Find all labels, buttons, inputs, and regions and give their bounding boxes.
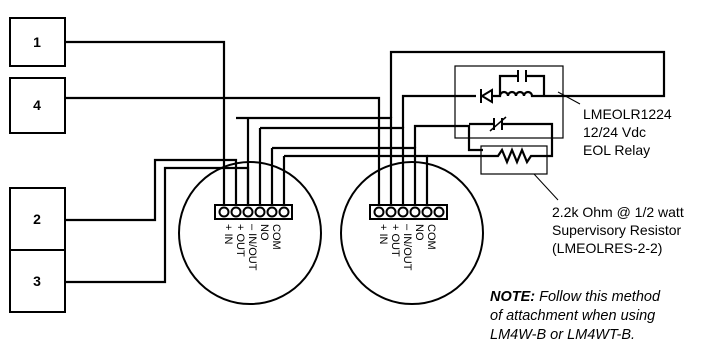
relay-box (454, 65, 564, 139)
note-line1: Follow this method (535, 289, 661, 305)
term-label-right-inout: – IN/OUT (401, 224, 413, 271)
diode-icon (480, 88, 493, 104)
zone-label-4: 4 (33, 97, 41, 113)
capacitor-wire (498, 74, 546, 96)
term-label-left-no: NO (258, 224, 270, 241)
zone-label-2: 2 (33, 211, 41, 227)
resistor-box (480, 145, 548, 175)
term-label-left-in: + IN (222, 224, 234, 245)
terminal-strip-right (369, 204, 448, 220)
resistor-part: (LMEOLRES-2-2) (552, 240, 663, 256)
coil-icon (492, 90, 550, 98)
zone-box-3: 3 (9, 249, 66, 313)
relay-voltage: 12/24 Vdc (583, 124, 647, 140)
detector-base-right (340, 161, 484, 305)
term-label-left-out: + OUT (234, 224, 246, 257)
wire-relay-contact (413, 124, 483, 152)
term-label-right-out: + OUT (389, 224, 401, 257)
zone-label-1: 1 (33, 34, 41, 50)
resistor-value: 2.2k Ohm @ 1/2 watt (552, 204, 684, 220)
wire-relay-top (389, 50, 666, 118)
note-head: NOTE: (490, 289, 536, 305)
wire-zone2 (65, 158, 238, 222)
resistor-callout-line (533, 173, 559, 201)
capacitor-icon (517, 70, 527, 82)
relay-type: EOL Relay (583, 142, 651, 158)
detector-base-left (178, 161, 322, 305)
zone-box-2: 2 (9, 187, 66, 251)
resistor-desc: Supervisory Resistor (552, 222, 682, 238)
attachment-note: NOTE: Follow this method of attachment w… (490, 288, 720, 345)
term-label-right-in: + IN (377, 224, 389, 245)
term-label-right-no: NO (413, 224, 425, 241)
note-line3: LM4W-B or LM4WT-B. (490, 327, 636, 343)
terminal-strip-left (214, 204, 293, 220)
term-label-left-inout: – IN/OUT (246, 224, 258, 271)
term-label-left-com: COM (270, 224, 282, 250)
relay-callout-line (557, 91, 581, 105)
zone-box-4: 4 (9, 77, 66, 134)
term-label-right-com: COM (425, 224, 437, 250)
wire-relay-coil (401, 94, 476, 128)
relay-model: LMEOLR1224 (583, 106, 672, 122)
wire-zone4 (65, 96, 381, 205)
resistor-callout: 2.2k Ohm @ 1/2 watt Supervisory Resistor… (552, 203, 684, 257)
wire-zone1 (65, 40, 226, 205)
note-line2: of attachment when using (490, 308, 656, 324)
zone-box-1: 1 (9, 17, 66, 67)
resistor-icon (475, 147, 540, 165)
zone-label-3: 3 (33, 273, 41, 289)
wire-resistor-right (522, 122, 554, 158)
relay-callout: LMEOLR1224 12/24 Vdc EOL Relay (583, 105, 672, 159)
